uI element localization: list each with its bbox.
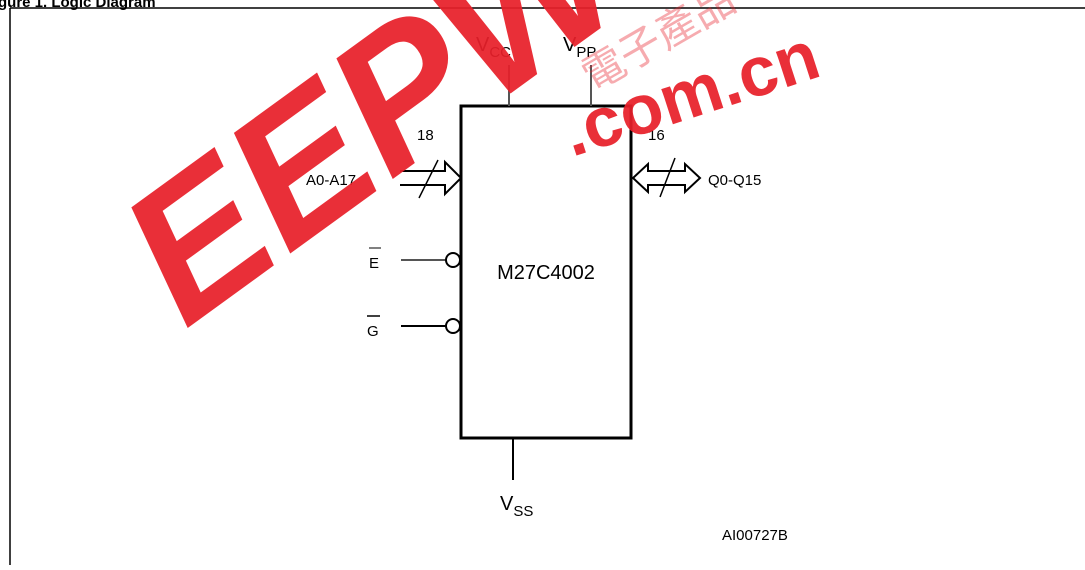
figure-id: AI00727B — [722, 527, 788, 544]
data-bus-width: 16 — [648, 127, 665, 144]
enable-pin: E — [369, 247, 461, 272]
address-bus-slash — [418, 159, 439, 199]
vcc-label: VCC — [476, 34, 511, 61]
enable-inversion-bubble — [445, 252, 461, 268]
address-bus-arrow — [400, 159, 463, 197]
address-bus: 18 A0-A17 — [306, 127, 463, 199]
vss-pin: VSS — [500, 438, 533, 520]
vpp-pin: VPP — [563, 34, 596, 106]
vss-label: VSS — [500, 493, 533, 520]
vcc-pin: VCC — [476, 34, 511, 106]
output-enable-pin: G — [367, 315, 461, 340]
chip-body — [459, 104, 633, 440]
data-bus-slash — [659, 157, 676, 198]
data-bus: 16 Q0-Q15 — [631, 127, 761, 198]
output-enable-inversion-bubble — [445, 318, 461, 334]
chip-name: M27C4002 — [497, 262, 595, 284]
vpp-label: VPP — [563, 34, 596, 61]
figure-frame — [9, 7, 1085, 565]
data-bus-arrow — [631, 161, 702, 195]
figure-caption: gure 1. Logic Diagram — [0, 0, 156, 11]
address-bus-label: A0-A17 — [306, 172, 356, 189]
address-bus-width: 18 — [417, 127, 434, 144]
enable-label: E — [369, 255, 379, 272]
output-enable-label: G — [367, 323, 379, 340]
data-bus-label: Q0-Q15 — [708, 172, 761, 189]
